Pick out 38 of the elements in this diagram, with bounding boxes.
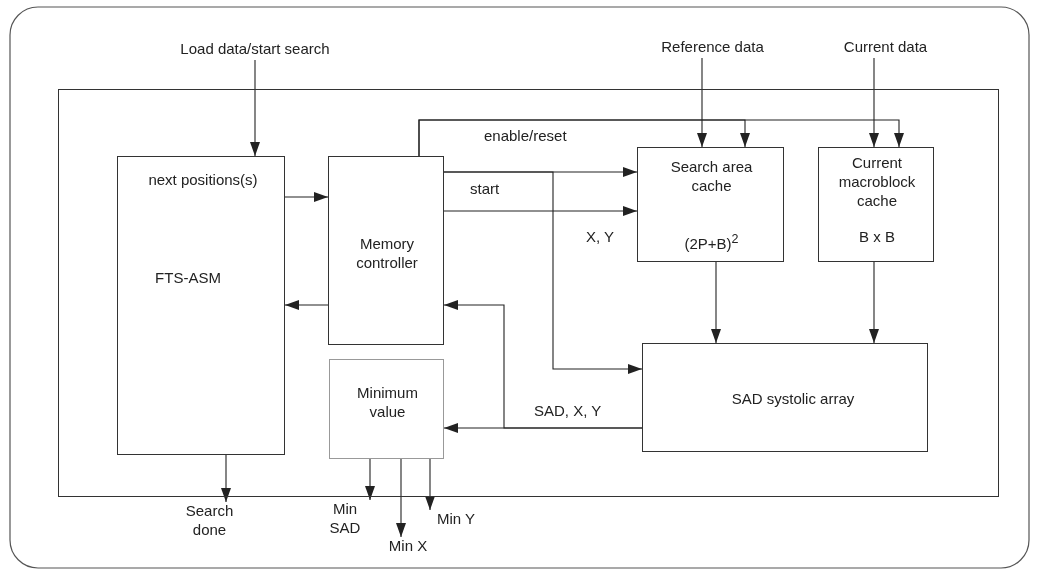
- signal-label: Min SAD: [318, 500, 372, 540]
- block-label: Memory controller: [355, 235, 419, 273]
- signal-label: Search done: [172, 502, 247, 542]
- arrow: [425, 458, 435, 511]
- arrow: [697, 57, 707, 148]
- signal-label: Min Y: [424, 510, 488, 530]
- system-boundary-box: [58, 89, 999, 497]
- arrow: [250, 59, 260, 157]
- block-label: (2P+B)$^{2}$: [683, 232, 740, 254]
- block-box: [818, 147, 934, 262]
- signal-label: Min X: [378, 537, 438, 557]
- signal-label: Current data: [818, 38, 953, 58]
- block-label: FTS-ASM: [154, 269, 222, 288]
- block-box: [642, 343, 928, 452]
- arrow: [284, 300, 329, 310]
- arrow: [443, 171, 643, 374]
- arrow: [284, 192, 329, 202]
- arrow: [221, 454, 231, 503]
- block-label: Minimum value: [356, 384, 419, 422]
- signal-label: Load data/start search: [140, 40, 370, 60]
- arrow: [418, 119, 904, 157]
- block-box: [328, 156, 444, 345]
- arrow: [396, 458, 406, 538]
- block-box: [329, 359, 444, 459]
- block-label: Current macroblock cache: [837, 154, 917, 211]
- arrow: [365, 458, 375, 501]
- block-label: B x B: [858, 228, 896, 247]
- arrow: [711, 261, 721, 344]
- signal-label: Reference data: [630, 38, 795, 58]
- arrow: [869, 57, 879, 148]
- block-label: Search area cache: [669, 158, 754, 196]
- block-label: next positions(s): [148, 171, 258, 190]
- arrow: [443, 206, 638, 216]
- block-box: [637, 147, 784, 262]
- block-box: [117, 156, 285, 455]
- arrow: [443, 300, 643, 429]
- block-label: SAD systolic array: [730, 390, 856, 409]
- arrow: [869, 261, 879, 344]
